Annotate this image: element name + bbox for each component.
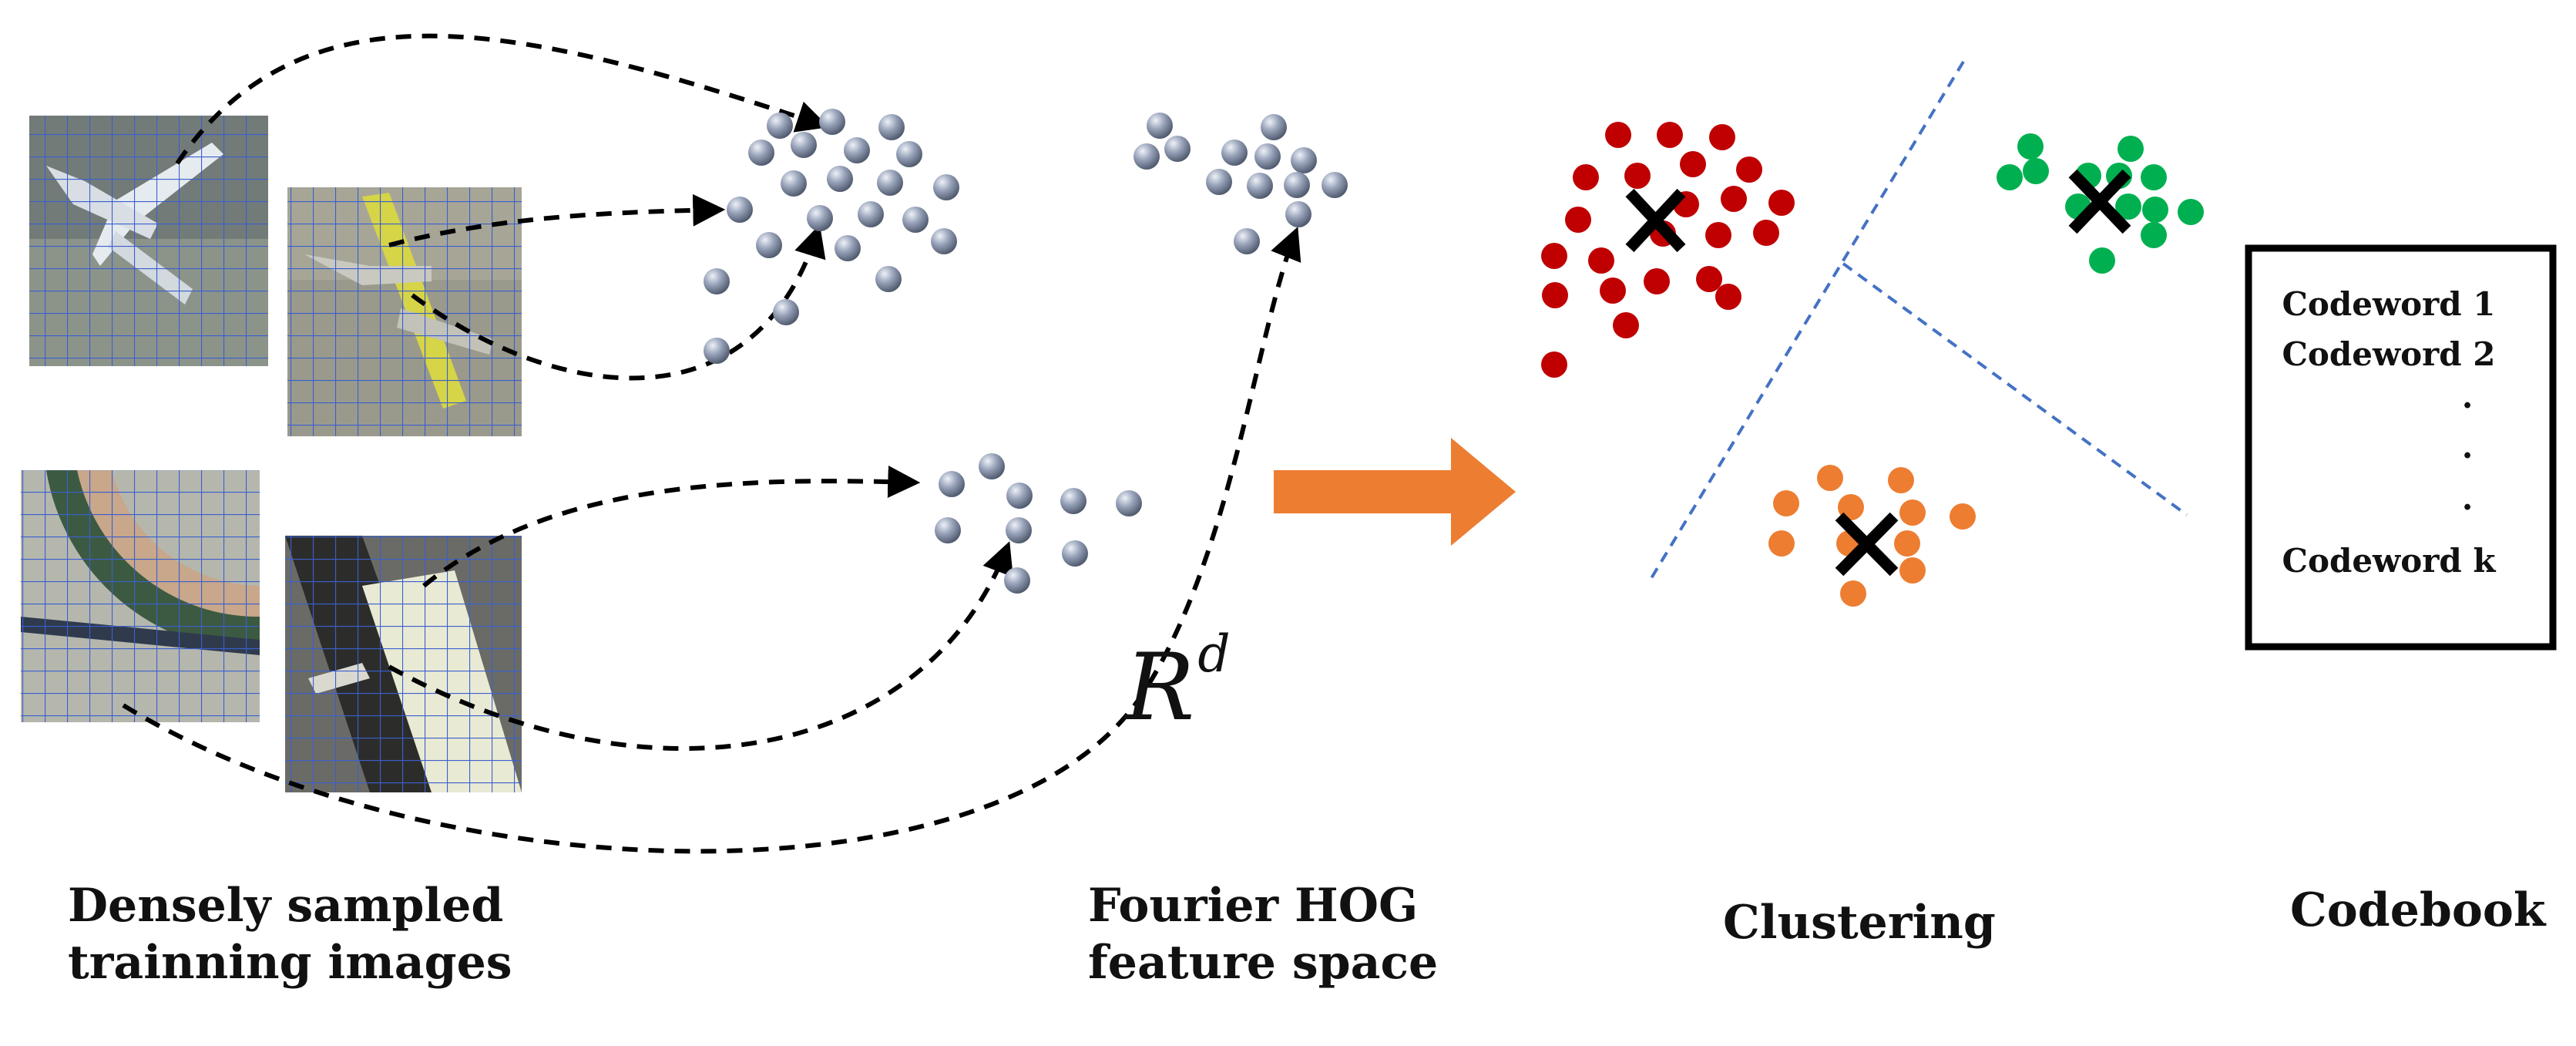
- caption-training-images-line1: Densely sampled: [68, 879, 504, 933]
- mapping-arrows: [122, 33, 1301, 854]
- feature-space-symbol: Rd: [1125, 624, 1231, 742]
- caption-training-images-line2: trainning images: [68, 936, 512, 990]
- feature-space-superscript: d: [1197, 624, 1231, 684]
- feature-space-base: R: [1125, 634, 1195, 742]
- codebook-ellipsis-3: .: [2461, 479, 2474, 517]
- caption-codebook: Codebook: [2290, 883, 2546, 937]
- training-image-3: [21, 470, 260, 722]
- codeword-k: Codeword k: [2282, 542, 2496, 580]
- x-mark-icon: [2068, 169, 2131, 234]
- feature-cluster-1: [704, 109, 959, 364]
- arrow-img3-to-cluster2: [122, 227, 1301, 854]
- caption-feature-space: Fourier HOG feature space: [1088, 877, 1438, 991]
- codebook-ellipsis-2: .: [2461, 428, 2474, 466]
- cluster-red: [1541, 122, 1795, 378]
- training-image-2: [287, 187, 522, 436]
- training-image-4: [285, 536, 522, 792]
- codeword-2: Codeword 2: [2282, 335, 2496, 373]
- codebook-box: [2245, 244, 2557, 651]
- training-image-1: [29, 116, 268, 366]
- caption-feature-space-line2: feature space: [1088, 936, 1439, 990]
- feature-cluster-2: [1134, 113, 1348, 254]
- arrow-right-icon: [1274, 438, 1516, 546]
- x-mark-icon: [1835, 512, 1899, 577]
- codeword-1: Codeword 1: [2282, 285, 2496, 323]
- feature-cluster-3: [935, 453, 1142, 594]
- caption-feature-space-line1: Fourier HOG: [1088, 879, 1419, 933]
- caption-clustering: Clustering: [1723, 896, 1996, 950]
- x-mark-icon: [1625, 188, 1686, 253]
- arrow-img2-to-cluster1a: [388, 193, 726, 247]
- codebook-ellipsis-1: .: [2461, 378, 2474, 415]
- cluster-dividers: [1647, 60, 2188, 584]
- arrow-img1-to-cluster1: [175, 33, 829, 165]
- caption-training-images: Densely sampled trainning images: [68, 877, 512, 991]
